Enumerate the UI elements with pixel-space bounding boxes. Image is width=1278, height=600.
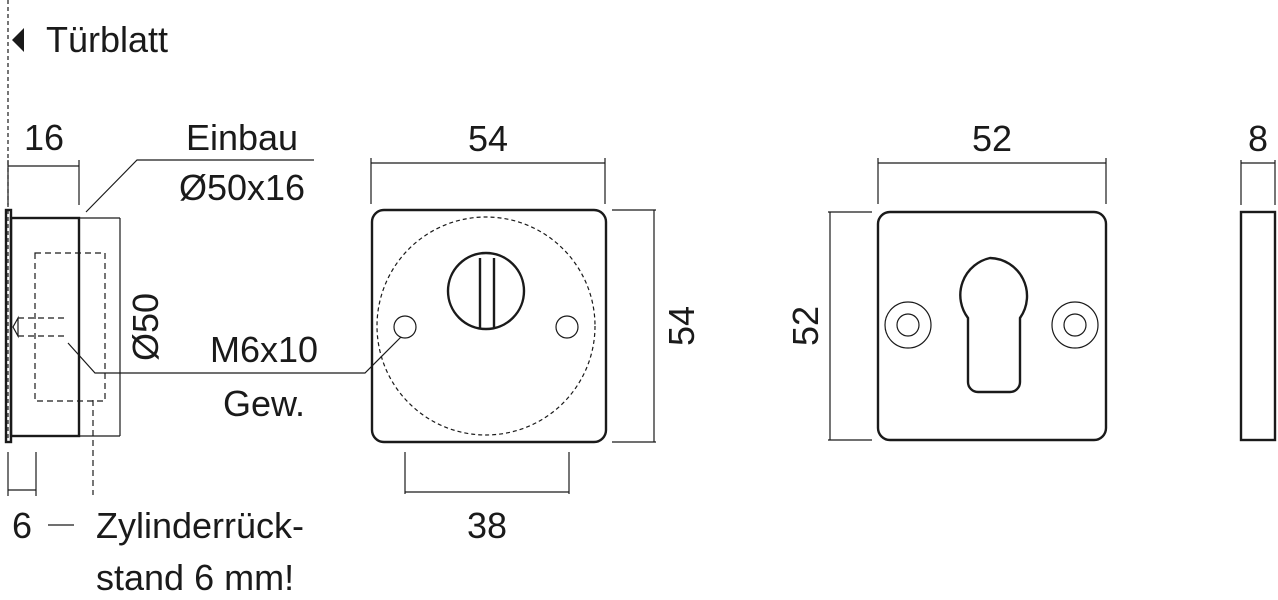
dim-54h-label: 54 — [661, 306, 702, 346]
screw-hole-left — [393, 315, 417, 339]
escutcheon-side-outline — [1239, 210, 1277, 442]
screw-rosette-right-outer — [1051, 301, 1099, 349]
cylinder-note: Zylinderrück- stand 6 mm! — [92, 400, 304, 598]
dim-54w-label: 54 — [468, 118, 508, 159]
install-leader — [85, 159, 314, 213]
screw-rosette-right-inner — [1063, 313, 1087, 337]
dimension-6: 6 — [7, 452, 74, 546]
install-callout: Einbau Ø50x16 — [85, 117, 314, 213]
dim-6-label: 6 — [12, 505, 32, 546]
thread-label-line2: Gew. — [223, 383, 305, 424]
cylinder-note-line1: Zylinderrück- — [96, 505, 304, 546]
screw-rosette-left-outer — [884, 301, 932, 349]
dimension-54-width: 54 — [370, 118, 606, 204]
turn-knob-icon — [446, 251, 526, 331]
dim-52w-label: 52 — [972, 118, 1012, 159]
dimension-38: 38 — [404, 452, 570, 546]
dim-16-label: 16 — [24, 117, 64, 158]
dim-38-label: 38 — [467, 505, 507, 546]
dimension-52-width: 52 — [877, 118, 1107, 204]
dimension-54-height: 54 — [612, 209, 702, 443]
door-leaf-arrow-icon — [12, 28, 24, 52]
door-leaf-reference: Türblatt — [7, 0, 168, 440]
diameter-50-label: Ø50 — [125, 293, 166, 361]
thread-callout: M6x10 Gew. — [67, 329, 402, 424]
screw-tip — [12, 315, 19, 339]
door-leaf-label: Türblatt — [46, 19, 168, 60]
side-section-view — [4, 208, 121, 444]
escutcheon-front-view — [876, 210, 1108, 442]
escutcheon-outline — [876, 210, 1108, 442]
install-label-line1: Einbau — [186, 117, 298, 158]
dim-52h-label: 52 — [785, 306, 826, 346]
rosette-front-view — [370, 208, 608, 444]
thread-label-line1: M6x10 — [210, 329, 318, 370]
dim-8-label: 8 — [1248, 118, 1268, 159]
screw-rosette-left-inner — [896, 313, 920, 337]
screw-hole-right — [555, 315, 579, 339]
thread-leader — [67, 336, 402, 374]
cylinder-note-line2: stand 6 mm! — [96, 557, 294, 598]
cylinder-hidden-outline — [34, 252, 106, 402]
installation-circle-hidden — [376, 216, 596, 436]
dimension-16: 16 — [7, 117, 80, 205]
install-label-line2: Ø50x16 — [179, 167, 305, 208]
keyhole-profile-cylinder-icon — [959, 256, 1029, 394]
dimension-52-height: 52 — [785, 211, 872, 441]
housing-section — [9, 216, 81, 438]
escutcheon-side-view: 8 — [1239, 118, 1277, 442]
rosette-outline — [370, 208, 608, 444]
